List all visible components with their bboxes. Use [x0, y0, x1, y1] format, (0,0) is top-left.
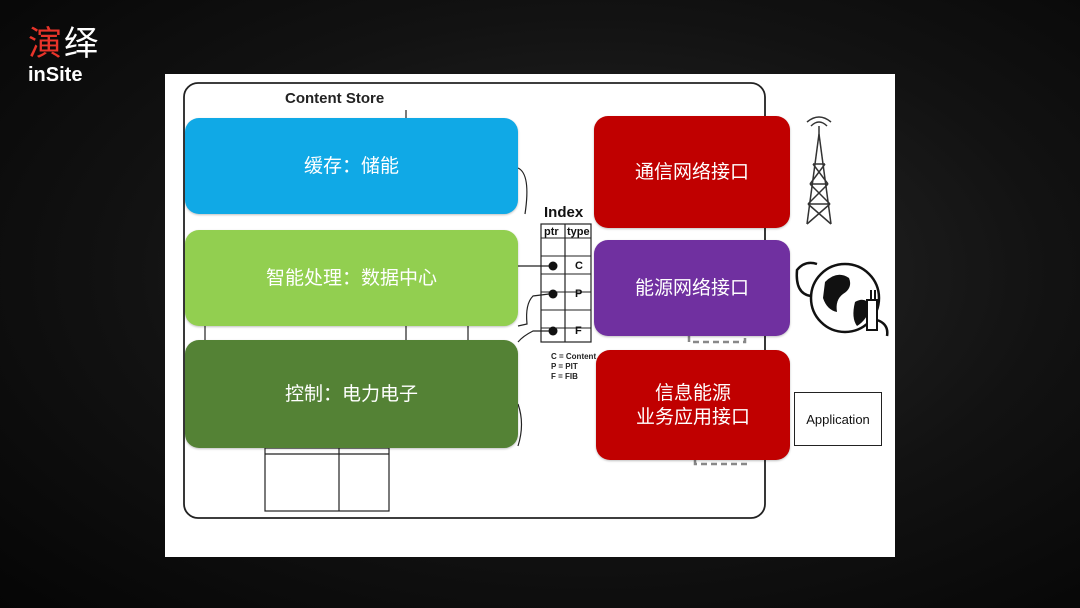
index-row-c: C — [575, 260, 583, 272]
insite-logo: 演绎 inSite — [28, 26, 100, 87]
cache-storage-label: 缓存：储能 — [303, 155, 399, 177]
logo-char-1: 演 — [28, 24, 64, 64]
logo-english: inSite — [28, 64, 83, 86]
legend-content: C = Content — [551, 352, 597, 361]
globe-plug-icon — [795, 261, 889, 337]
diagram-lines — [183, 82, 889, 519]
comm-interface-box: 通信网络接口 — [594, 116, 790, 228]
logo-chinese: 演绎 — [28, 26, 100, 62]
slide: Content Store Index ptr type C P F C = C… — [165, 74, 895, 557]
index-col-type: type — [567, 226, 590, 238]
comm-interface-label: 通信网络接口 — [634, 161, 749, 183]
cache-storage-box: 缓存：储能 — [185, 118, 518, 214]
smart-processing-label: 智能处理：数据中心 — [265, 267, 437, 289]
index-row-f: F — [575, 325, 582, 337]
control-label: 控制：电力电子 — [284, 383, 418, 405]
antenna-tower-icon — [806, 116, 832, 225]
index-row-p: P — [575, 288, 583, 300]
app-interface-label-line1: 信息能源 — [654, 382, 731, 404]
index-col-ptr: ptr — [544, 226, 559, 238]
content-store-title: Content Store — [285, 90, 385, 107]
smart-processing-box: 智能处理：数据中心 — [185, 230, 518, 326]
logo-char-2: 绎 — [64, 24, 100, 64]
app-interface-box: 信息能源 业务应用接口 — [596, 350, 790, 460]
legend-fib: F = FIB — [551, 372, 578, 381]
application-box: Application — [794, 392, 882, 446]
energy-interface-box: 能源网络接口 — [594, 240, 790, 336]
energy-interface-label: 能源网络接口 — [634, 277, 749, 299]
app-interface-label-line2: 业务应用接口 — [635, 406, 750, 428]
legend-pit: P = PIT — [551, 362, 578, 371]
index-title: Index — [544, 204, 584, 221]
control-box: 控制：电力电子 — [185, 340, 518, 448]
